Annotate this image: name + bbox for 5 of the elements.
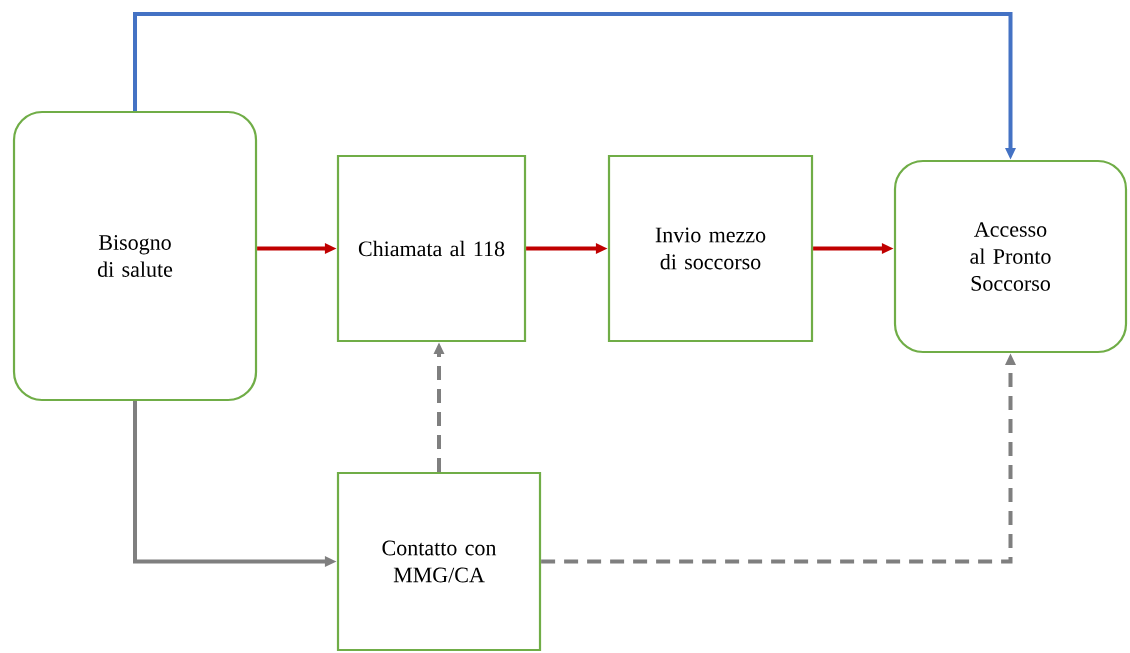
rounded-box: Bisogno di salute [12,110,258,402]
process-box: Invio mezzo di soccorso [607,154,814,343]
rounded-box: Accesso al Pronto Soccorso [893,159,1128,354]
process-box: Chiamata al 118 [336,154,527,343]
process-box: Contatto con MMG/CA [336,471,542,652]
